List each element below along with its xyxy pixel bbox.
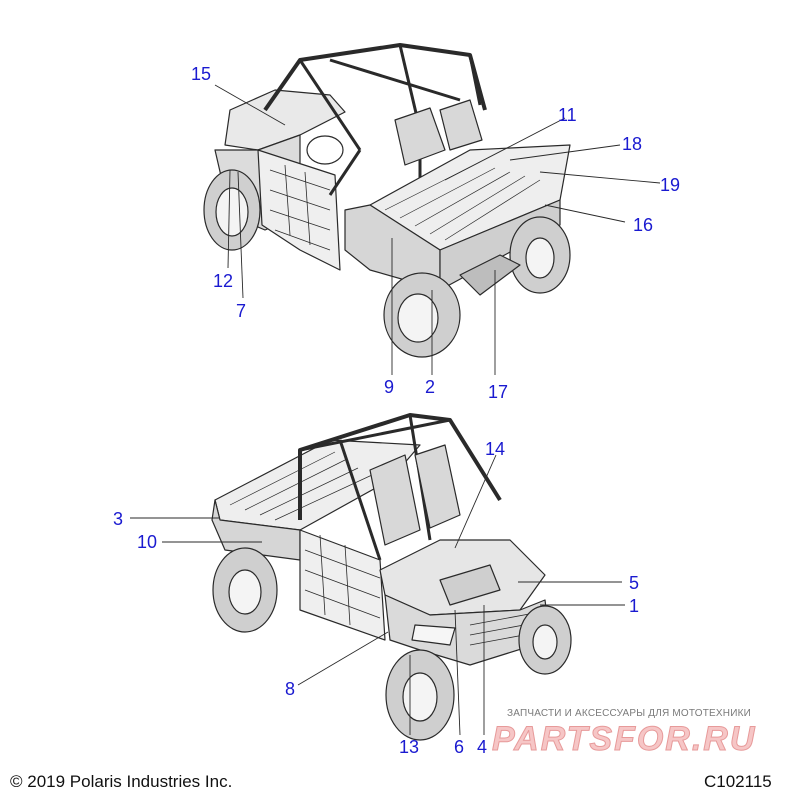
watermark-logo: PARTSFOR.RU	[492, 720, 756, 759]
callout-12: 12	[213, 271, 234, 291]
callout-10: 10	[137, 532, 158, 552]
callout-1: 1	[629, 596, 640, 616]
callout-11: 11	[558, 105, 577, 125]
callout-19: 19	[660, 175, 681, 195]
callout-18: 18	[622, 134, 643, 154]
callout-16: 16	[633, 215, 654, 235]
callout-4: 4	[477, 737, 488, 757]
callout-5: 5	[629, 573, 640, 593]
svg-text:PARTSFOR.RU: PARTSFOR.RU	[492, 720, 756, 758]
callout-13: 13	[399, 737, 420, 757]
callout-6: 6	[454, 737, 465, 757]
callout-15: 15	[191, 64, 212, 84]
bottom-vehicle-illustration	[211, 413, 572, 741]
callout-8: 8	[285, 679, 296, 699]
callout-2: 2	[425, 377, 436, 397]
top-vehicle-illustration	[203, 43, 571, 358]
callout-7: 7	[236, 301, 247, 321]
leader-lines	[130, 84, 661, 736]
callout-9: 9	[384, 377, 395, 397]
copyright-text: © 2019 Polaris Industries Inc.	[10, 772, 233, 791]
callout-17: 17	[488, 382, 509, 402]
watermark-tagline: ЗАПЧАСТИ И АКСЕССУАРЫ ДЛЯ МОТОТЕХНИКИ	[507, 708, 752, 719]
callout-14: 14	[485, 439, 506, 459]
figure-code: C102115	[704, 772, 772, 791]
callout-3: 3	[113, 509, 124, 529]
